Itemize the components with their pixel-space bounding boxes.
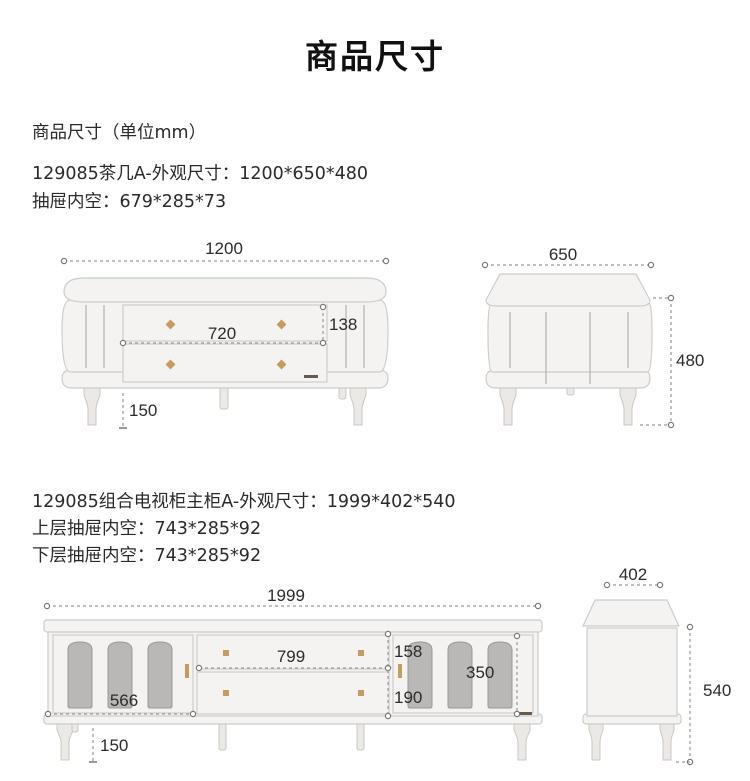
- tv-cabinet-upper-drawer-height-label: 158: [394, 642, 422, 661]
- coffee-table-depth-label: 650: [549, 245, 577, 264]
- tv-cabinet-door-width-label: 566: [110, 691, 138, 710]
- tv-cabinet-width-label: 1999: [267, 586, 305, 605]
- coffee-table-width-label: 1200: [205, 239, 243, 258]
- tv-cabinet-lower-drawer-height-label: 190: [394, 688, 422, 707]
- tv-cabinet-height-label: 540: [703, 681, 731, 700]
- coffee-table-drawer-height-label: 138: [329, 315, 357, 334]
- tv-cabinet-door-height-label: 350: [466, 663, 494, 682]
- page-title: 商品尺寸: [305, 37, 445, 76]
- tv-cabinet-side-drawing: [582, 599, 682, 761]
- tv-cabinet-upper-drawer-spec: 上层抽屉内空：743*285*92: [32, 519, 262, 539]
- coffee-table-front-drawing: [61, 277, 389, 426]
- tv-cabinet-drawer-width-label: 799: [277, 647, 305, 666]
- coffee-table-height-label: 480: [676, 351, 704, 370]
- coffee-table-drawer-width-label: 720: [208, 324, 236, 343]
- tv-cabinet-leg-height-label: 150: [100, 736, 128, 755]
- coffee-table-leg-height-label: 150: [129, 401, 157, 420]
- tv-cabinet-lower-drawer-spec: 下层抽屉内空：743*285*92: [32, 546, 262, 566]
- coffee-table-spec: 129085茶几A-外观尺寸：1200*650*480: [32, 164, 369, 184]
- unit-note: 商品尺寸（单位mm）: [32, 123, 207, 143]
- tv-cabinet-front-drawing: [43, 619, 543, 761]
- coffee-table-side-drawing: [485, 273, 653, 426]
- coffee-table-drawer-spec: 抽屉内空：679*285*73: [32, 192, 227, 212]
- tv-cabinet-spec: 129085组合电视柜主柜A-外观尺寸：1999*402*540: [32, 492, 456, 512]
- tv-cabinet-depth-label: 402: [619, 565, 647, 584]
